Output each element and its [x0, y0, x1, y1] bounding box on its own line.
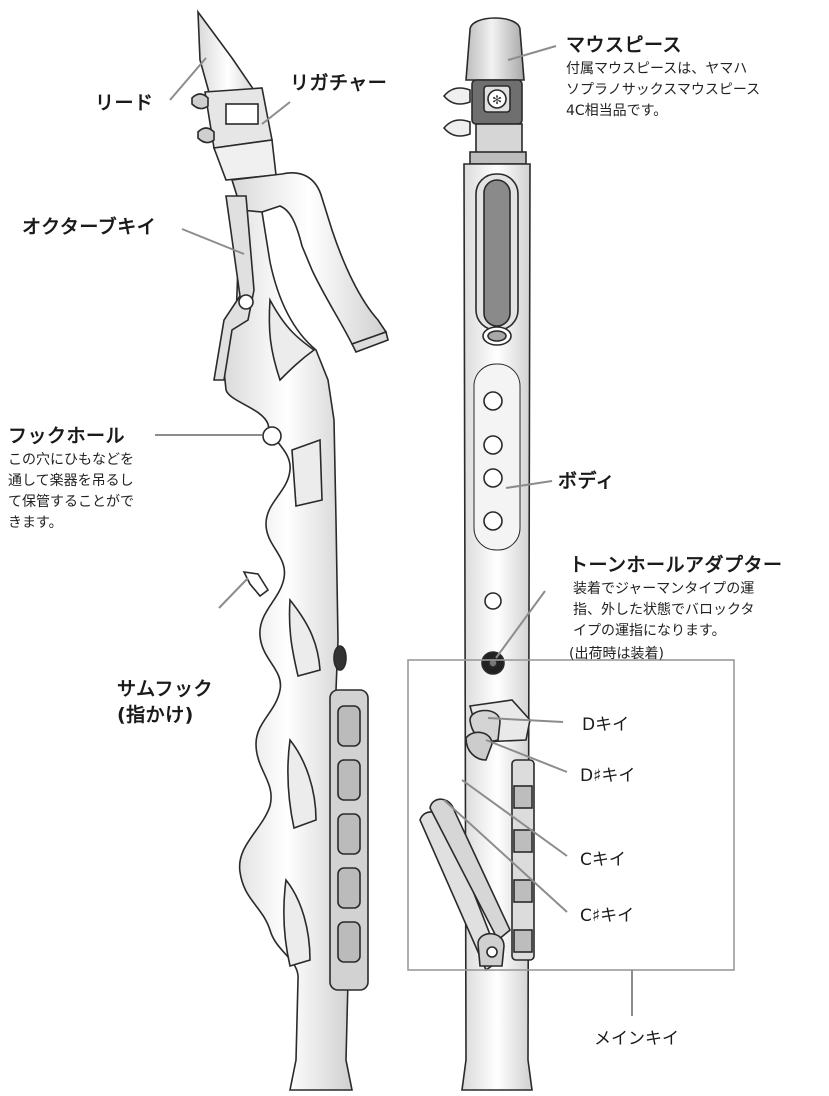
hook-hole-shape: [262, 426, 282, 446]
c-sharp-key-shape: [429, 798, 511, 942]
main-key-frame: [407, 659, 735, 971]
mouthpiece-description-line-1: 付属マウスピースは、ヤマハ: [566, 61, 748, 77]
mouthpiece-shape: [465, 17, 525, 81]
reed-label: リード: [95, 92, 154, 114]
thumb-hook-sublabel: (指かけ): [117, 704, 194, 726]
hook-hole-description-line-4: きます。: [8, 515, 63, 531]
hook-hole-label: フックホール: [8, 425, 126, 447]
hook-hole-description-line-2: 通して楽器を吊るし: [8, 473, 134, 489]
c-sharp-key-label: C♯キイ: [580, 906, 635, 926]
side-view-instrument: [191, 9, 389, 1091]
hook-hole-description-line-3: て保管することがで: [8, 494, 134, 510]
front-view-instrument: ✻: [419, 17, 535, 1091]
tone-hole: [484, 592, 502, 610]
tone-hole-adapter-description-line-3: イプの運指になります。: [573, 623, 726, 639]
d-sharp-key-shape: [465, 731, 493, 761]
octave-key-label: オクターブキイ: [22, 216, 157, 238]
c-key-label: Cキイ: [580, 850, 626, 870]
thumb-hook-label: サムフック: [117, 678, 213, 700]
tone-hole: [483, 468, 503, 488]
side-body: [221, 209, 353, 1091]
ligature-label: リガチャー: [290, 72, 388, 94]
tone-hole-adapter-label: トーンホールアダプター: [569, 554, 783, 576]
tone-hole-adapter-description-line-1: 装着でジャーマンタイプの運: [573, 581, 755, 597]
body-label: ボディ: [558, 470, 616, 492]
mouthpiece-label: マウスピース: [566, 34, 683, 56]
mouthpiece-description-line-2: ソプラノサックスマウスピース: [566, 82, 761, 98]
d-key-label: Dキイ: [582, 715, 630, 735]
main-key-label: メインキイ: [594, 1029, 679, 1049]
hook-hole-description-line-1: この穴にひもなどを: [8, 452, 134, 468]
leader-lines: [155, 45, 633, 1016]
svg-text:✻: ✻: [492, 93, 502, 107]
tone-hole: [483, 435, 503, 455]
thumb-hook-shape: [242, 570, 270, 598]
mouthpiece-description-line-3: 4C相当品です。: [566, 103, 668, 119]
tone-hole: [483, 511, 503, 531]
tone-hole-adapter-description-line-2: 指、外した状態でバロックタ: [573, 602, 755, 618]
tone-hole: [483, 391, 503, 411]
reed-shape: [197, 9, 260, 101]
tone-hole-adapter-note: (出荷時は装着): [569, 646, 664, 662]
d-sharp-key-label: D♯キイ: [580, 766, 636, 786]
